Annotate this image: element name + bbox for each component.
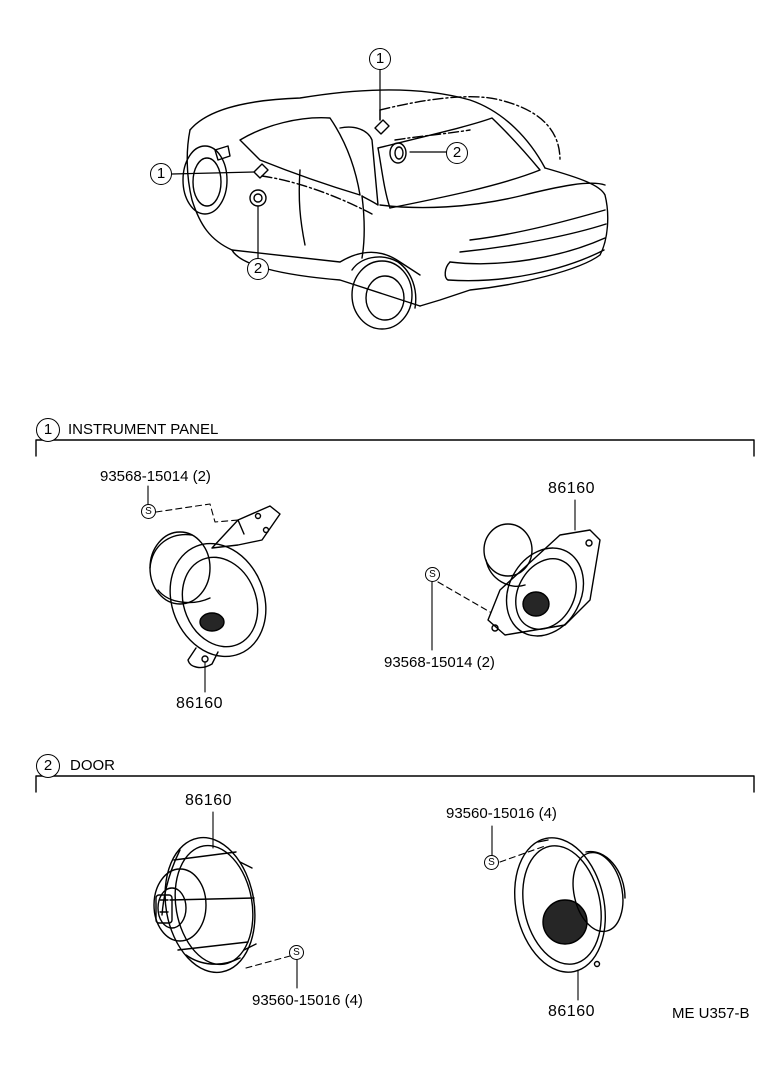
ip-left-screw-symbol: S [141, 504, 156, 519]
section-2-leaders [212, 811, 579, 1001]
ip-right-screw-symbol: S [425, 567, 440, 582]
door-speaker-left-drawing [153, 836, 257, 974]
door-right-screw-symbol: S [484, 855, 499, 870]
callout-1-left: 1 [150, 163, 172, 185]
callout-2-right: 2 [446, 142, 468, 164]
door-left-part-label: 86160 [185, 792, 232, 809]
section-2-title: DOOR [70, 757, 115, 774]
door-speaker-right-drawing [513, 837, 626, 973]
door-left-screw-symbol: S [289, 945, 304, 960]
door-right-part-label: 86160 [548, 1003, 595, 1020]
section-2-number: 2 [36, 754, 60, 778]
ip-left-part-label: 86160 [176, 695, 223, 712]
ip-right-part-label: 86160 [548, 480, 595, 497]
door-left-screw-label: 93560-15016 (4) [252, 992, 363, 1009]
ip-left-screw-label: 93568-15014 (2) [100, 468, 211, 485]
ip-speaker-right-drawing [483, 523, 601, 637]
section-1-leaders [147, 485, 576, 693]
figure-code: ME U357-B [672, 1005, 750, 1022]
ip-speaker-left-drawing [149, 505, 281, 669]
car-outline [171, 69, 609, 330]
section-1-title: INSTRUMENT PANEL [68, 421, 219, 438]
ip-right-screw-label: 93568-15014 (2) [384, 654, 495, 671]
door-right-screw-label: 93560-15016 (4) [446, 805, 557, 822]
callout-1-top: 1 [369, 48, 391, 70]
section-2-frame [35, 775, 755, 793]
section-1-frame [35, 439, 755, 457]
section-1-number: 1 [36, 418, 60, 442]
callout-2-bottom: 2 [247, 258, 269, 280]
